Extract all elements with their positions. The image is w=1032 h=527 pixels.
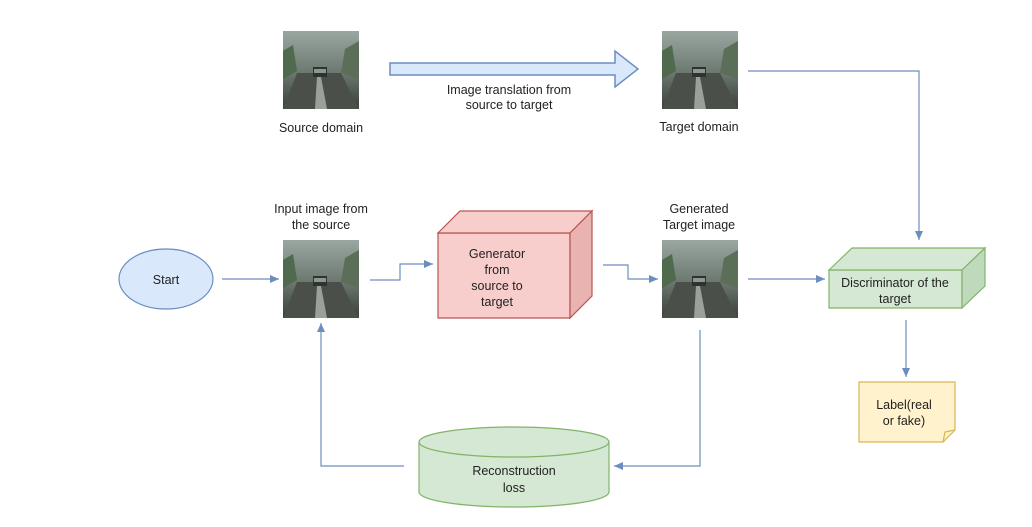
translation-label-line1: Image translation from: [447, 83, 571, 97]
input-image: [283, 240, 359, 318]
generator-label-line1: Generator: [469, 247, 525, 261]
arrow-reconstruction-to-input: [317, 323, 404, 467]
label-note-line2: or fake): [883, 414, 925, 428]
source-domain-label: Source domain: [279, 121, 363, 135]
generator-cube: [436, 209, 594, 320]
arrow-target-to-discriminator: [748, 70, 923, 240]
input-label-line2: the source: [292, 218, 350, 232]
generated-label-line2: Target image: [663, 218, 735, 232]
arrow-generator-to-generated: [603, 264, 658, 283]
start-node: [118, 248, 214, 310]
label-note-line1: Label(real: [876, 398, 932, 412]
generated-target-image: [662, 240, 738, 318]
discriminator-cube: [827, 246, 987, 310]
reconstruction-cylinder: [418, 426, 610, 508]
input-label-line1: Input image from: [274, 202, 368, 216]
target-domain-image: [662, 31, 738, 109]
generator-label-line4: target: [481, 295, 513, 309]
generated-label-line1: Generated: [669, 202, 728, 216]
reconstruction-label-line2: loss: [503, 481, 525, 495]
discriminator-label-line1: Discriminator of the: [841, 276, 949, 290]
start-label: Start: [153, 273, 180, 287]
translation-label-line2: source to target: [466, 98, 553, 112]
discriminator-label-line2: target: [879, 292, 911, 306]
reconstruction-label-line1: Reconstruction: [472, 464, 555, 478]
label-note: [858, 381, 956, 443]
arrow-input-to-generator: [370, 260, 433, 281]
target-domain-label: Target domain: [659, 120, 738, 134]
translation-block-arrow: [389, 49, 640, 89]
source-domain-image: [283, 31, 359, 109]
arrow-generated-to-reconstruction: [614, 330, 701, 470]
generator-label-line3: source to: [471, 279, 522, 293]
generator-label-line2: from: [485, 263, 510, 277]
